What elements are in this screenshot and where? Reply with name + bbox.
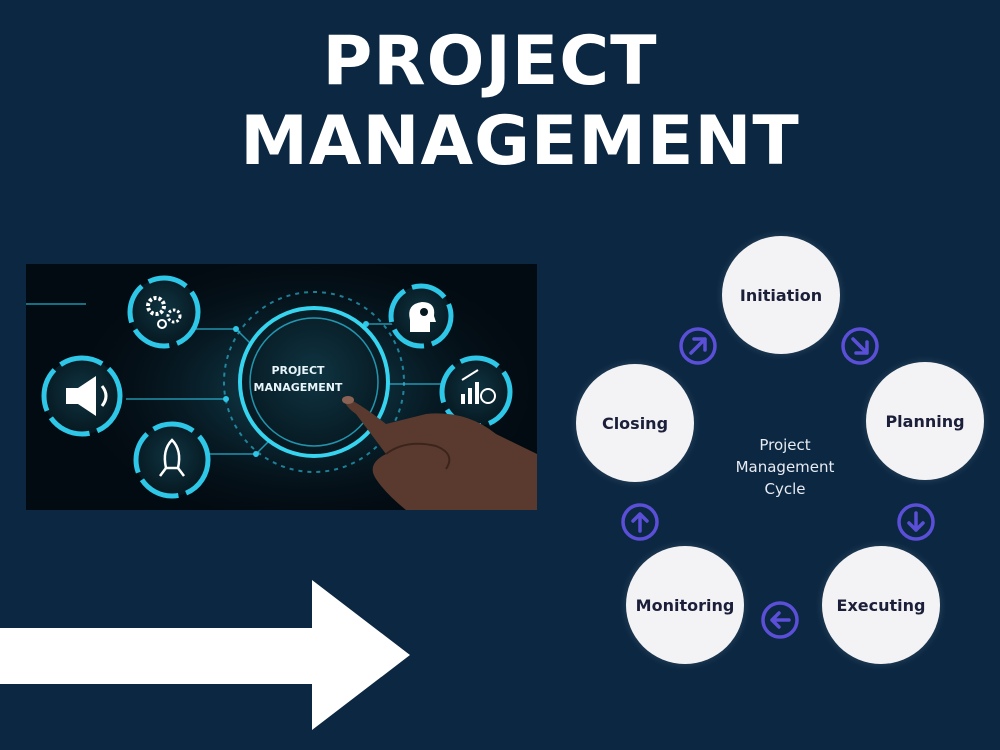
arrow-down-right-icon [841,327,879,365]
gears-icon [127,275,201,349]
page-title: PROJECT MANAGEMENT [0,22,1000,182]
title-line-2: MANAGEMENT [240,102,800,181]
cycle-center-label: Project Management Cycle [700,434,870,500]
arrow-up-right-icon [679,327,717,365]
photo-label-line-1: PROJECT [271,364,325,377]
project-management-photo: PROJECT MANAGEMENT [26,264,537,510]
stage-executing: Executing [822,546,940,664]
title-line-1: PROJECT [322,22,658,101]
pointing-hand [342,396,537,510]
stage-planning: Planning [866,362,984,480]
photo-label-line-2: MANAGEMENT [254,381,343,394]
rocket-icon [133,421,211,499]
project-management-cycle: Initiation Planning Executing Monitoring… [560,230,1000,670]
cycle-center-line-2: Management [735,458,835,476]
arrow-left-icon [761,601,799,639]
stage-closing: Closing [576,364,694,482]
stage-monitoring: Monitoring [626,546,744,664]
head-idea-icon [388,283,454,349]
stage-initiation: Initiation [722,236,840,354]
arrow-up-icon [621,503,659,541]
big-right-arrow [0,580,410,730]
cycle-center-line-3: Cycle [764,480,806,498]
cycle-center-line-1: Project [759,436,811,454]
arrow-down-icon [897,503,935,541]
megaphone-icon [41,355,123,437]
